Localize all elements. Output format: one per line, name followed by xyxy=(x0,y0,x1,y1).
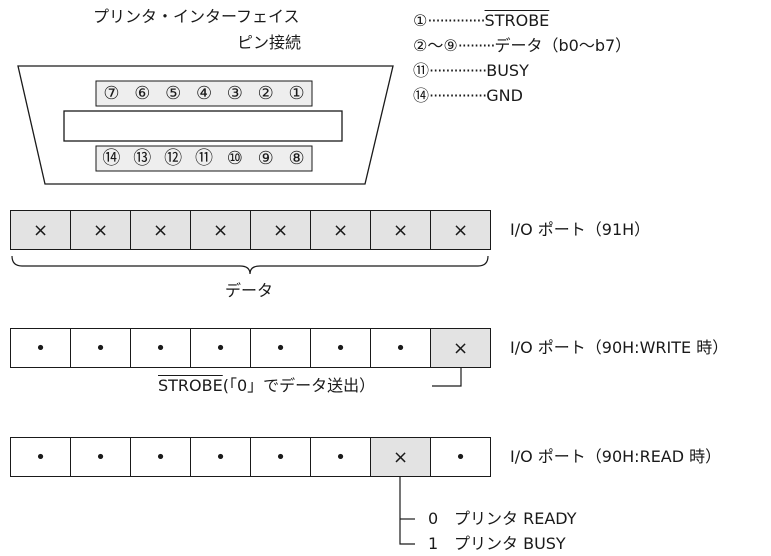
legend-pin: ②〜⑨ xyxy=(413,36,458,55)
register-90h-read: • • • • • • × • xyxy=(10,437,491,477)
bit-cell-6: × xyxy=(71,211,131,249)
bit-cell-4: × xyxy=(191,211,251,249)
bit-cell-2: • xyxy=(311,329,371,367)
register-90h-read-label: I/O ポート（90H:READ 時） xyxy=(510,447,722,466)
bit-cell-0: • xyxy=(431,438,490,476)
connector-title-line1: プリンタ・インターフェイス xyxy=(93,7,300,26)
bit-cell-1: × xyxy=(371,211,431,249)
legend-dots: ········· xyxy=(457,36,496,55)
legend-dots: ·············· xyxy=(427,11,485,30)
pin-1: ① xyxy=(288,83,305,104)
strobe-note-signal: STROBE xyxy=(158,376,223,395)
pin-10: ⑩ xyxy=(226,148,243,169)
legend-signal: GND xyxy=(486,86,523,105)
register-91h: × × × × × × × × xyxy=(10,210,491,250)
connector-title-line2: ピン接続 xyxy=(237,33,302,52)
busy-state-value: 1 xyxy=(428,534,439,553)
bit-cell-3: • xyxy=(251,438,311,476)
pin-legend: ①··············STROBE ②〜⑨·········データ（b0… xyxy=(413,8,753,108)
bit-cell-5: • xyxy=(131,329,191,367)
legend-signal: BUSY xyxy=(486,61,529,80)
pin-12: ⑫ xyxy=(164,148,183,169)
bit-cell-4: • xyxy=(191,329,251,367)
legend-pin: ⑭ xyxy=(413,86,430,105)
bit-cell-7: • xyxy=(11,329,71,367)
pin-7: ⑦ xyxy=(103,83,120,104)
busy-state-ready: 0 プリンタ READY xyxy=(428,510,576,528)
pin-row-top-box xyxy=(95,80,313,107)
legend-dots: ·············· xyxy=(429,86,487,105)
register-90h-write-label: I/O ポート（90H:WRITE 時） xyxy=(510,338,729,357)
legend-row-busy: ⑪··············BUSY xyxy=(413,58,753,83)
bit-cell-6: • xyxy=(71,329,131,367)
bit-cell-1: • xyxy=(371,329,431,367)
pin-row-bottom-box xyxy=(95,145,313,172)
register-90h-write: • • • • • • • × xyxy=(10,328,491,368)
legend-pin: ⑪ xyxy=(413,61,430,80)
connector-shell xyxy=(17,65,394,185)
strobe-note: STROBE(「0」でデータ送出） xyxy=(158,377,375,395)
bit-cell-1: × xyxy=(371,438,431,476)
pin-8: ⑧ xyxy=(288,148,305,169)
bit-cell-2: × xyxy=(311,211,371,249)
bit-cell-3: × xyxy=(251,211,311,249)
pin-14: ⑭ xyxy=(102,148,121,169)
pin-row-bottom: ⑭ ⑬ ⑫ ⑪ ⑩ ⑨ ⑧ xyxy=(96,146,312,171)
bit-cell-4: • xyxy=(191,438,251,476)
pin-13: ⑬ xyxy=(133,148,152,169)
pin-4: ④ xyxy=(195,83,213,104)
bit-cell-5: × xyxy=(131,211,191,249)
bit-cell-6: • xyxy=(71,438,131,476)
pin-6: ⑥ xyxy=(134,83,151,104)
pin-row-top: ⑦ ⑥ ⑤ ④ ③ ② ① xyxy=(96,81,312,106)
legend-row-data: ②〜⑨·········データ（b0〜b7） xyxy=(413,33,753,58)
busy-state-busy: 1 プリンタ BUSY xyxy=(428,535,566,553)
bit-cell-3: • xyxy=(251,329,311,367)
legend-pin: ① xyxy=(413,11,428,30)
bit-cell-0: × xyxy=(431,329,490,367)
legend-row-gnd: ⑭··············GND xyxy=(413,83,753,108)
bit-cell-7: • xyxy=(11,438,71,476)
pin-5: ⑤ xyxy=(165,83,182,104)
busy-state-value: 0 xyxy=(428,509,439,528)
legend-row-strobe: ①··············STROBE xyxy=(413,8,753,33)
busy-state-text: プリンタ BUSY xyxy=(454,534,566,553)
bit-cell-5: • xyxy=(131,438,191,476)
pin-2: ② xyxy=(257,83,274,104)
pin-11: ⑪ xyxy=(195,148,213,169)
strobe-note-text: (「0」でデータ送出） xyxy=(222,376,376,395)
data-brace-label: データ xyxy=(225,281,274,300)
register-91h-label: I/O ポート（91H） xyxy=(510,220,651,239)
bit-cell-2: • xyxy=(311,438,371,476)
legend-dots: ·············· xyxy=(429,61,487,80)
pin-9: ⑨ xyxy=(257,148,274,169)
legend-signal: データ（b0〜b7） xyxy=(494,36,632,55)
bit-cell-7: × xyxy=(11,211,71,249)
busy-state-text: プリンタ READY xyxy=(454,509,577,528)
pin-3: ③ xyxy=(226,83,243,104)
legend-signal: STROBE xyxy=(484,11,550,30)
bit-cell-0: × xyxy=(431,211,490,249)
connector-center-bar xyxy=(63,110,343,142)
